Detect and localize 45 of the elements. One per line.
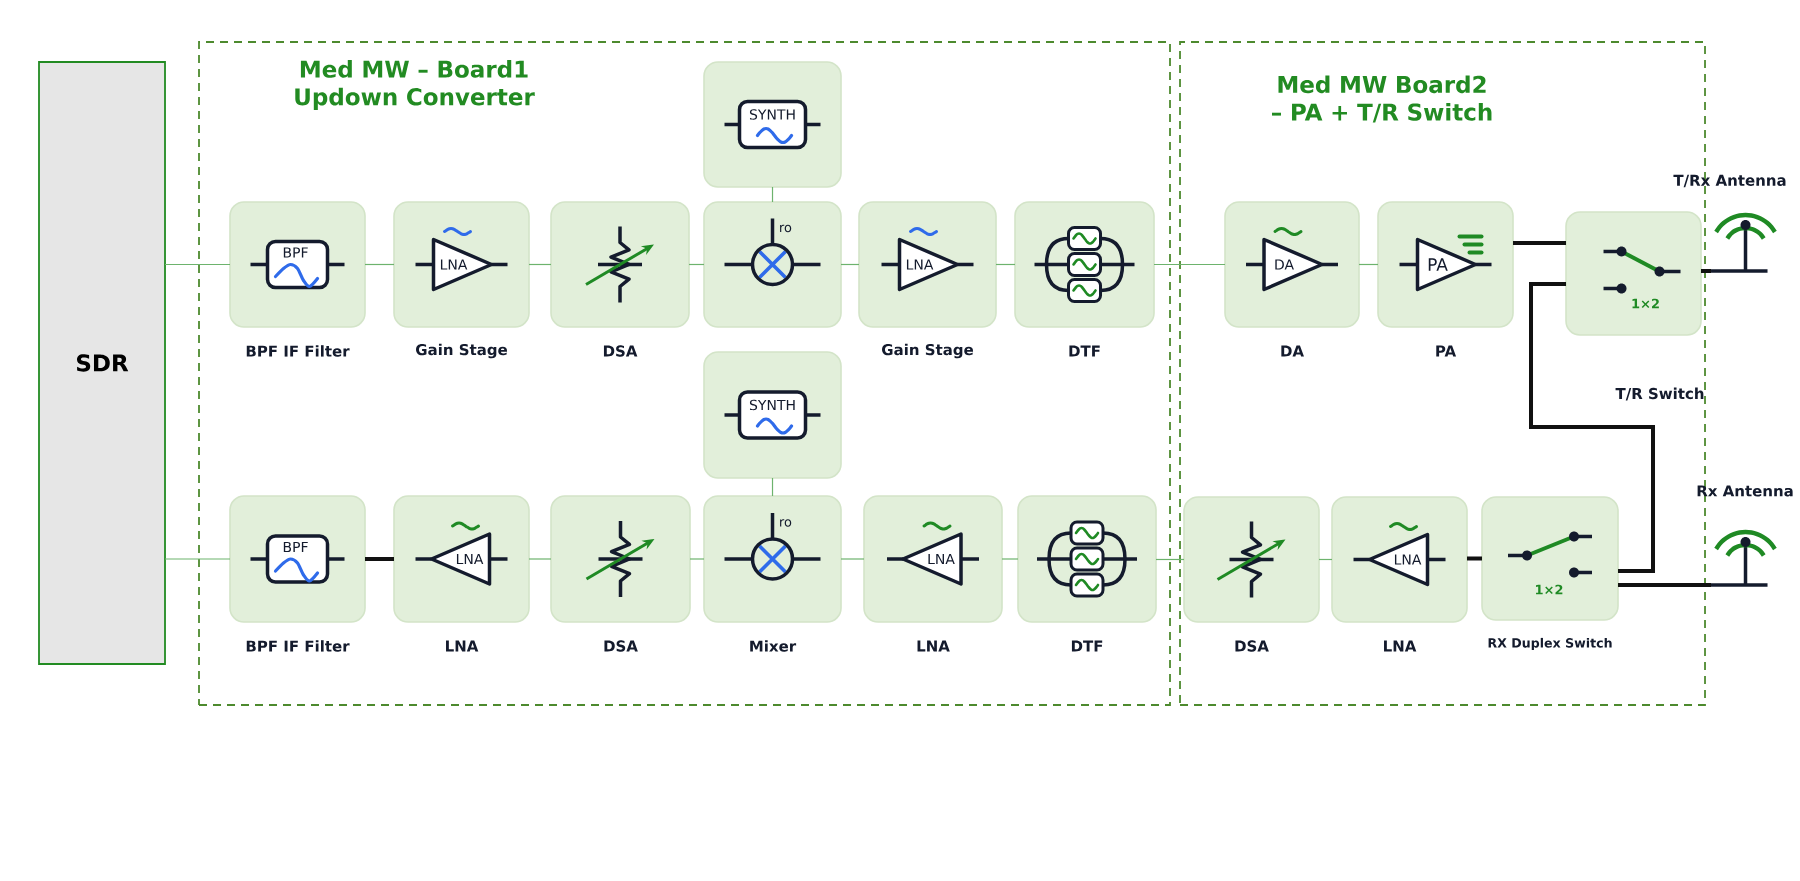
component-label: T/R Switch [1615,387,1704,401]
component-label: RX Duplex Switch [1488,637,1612,651]
component-label: DTF [1071,640,1103,652]
component-label: Gain Stage [416,343,508,359]
connector [1001,558,1019,560]
connector [1701,269,1711,273]
sdr-box: SDR [38,61,166,665]
connector [771,186,774,203]
component-label: LNA [917,640,950,652]
connector [688,263,705,266]
antenna-label: T/Rx Antenna [1673,174,1786,188]
connector [164,263,231,266]
antenna-label: Rx Antenna [1697,485,1793,497]
connector [365,557,394,561]
component-label: BPF IF Filter [246,640,350,652]
board-title: Med MW Board2 – PA + T/R Switch [1272,75,1492,123]
component-label: DTF [1069,345,1100,357]
connector [689,558,705,560]
connector [1358,263,1379,266]
connector [1529,282,1655,573]
component-label: Mixer [750,640,797,652]
connector [1513,241,1566,245]
component-label: BPF IF Filter [246,345,350,357]
connector [840,558,865,560]
component-label: LNA [1384,640,1417,652]
connector [995,263,1016,266]
component-label: DSA [604,640,638,652]
connector [528,263,552,266]
component-label: Gain Stage [882,343,974,359]
component-label: LNA [446,640,479,652]
connector [164,558,231,560]
connector [1318,558,1333,561]
connector [771,477,774,497]
connector [1618,583,1711,587]
component-label: DSA [1235,640,1269,652]
component-label: DSA [603,345,638,357]
connector [1153,263,1226,266]
connector [528,558,552,560]
connector [1467,556,1482,561]
connector [364,263,395,266]
connector [840,263,860,266]
board-title: Med MW – Board1 Updown Converter [295,60,535,110]
component-label: DA [1281,345,1304,357]
component-label: PA [1436,345,1457,357]
connector [1155,558,1185,561]
